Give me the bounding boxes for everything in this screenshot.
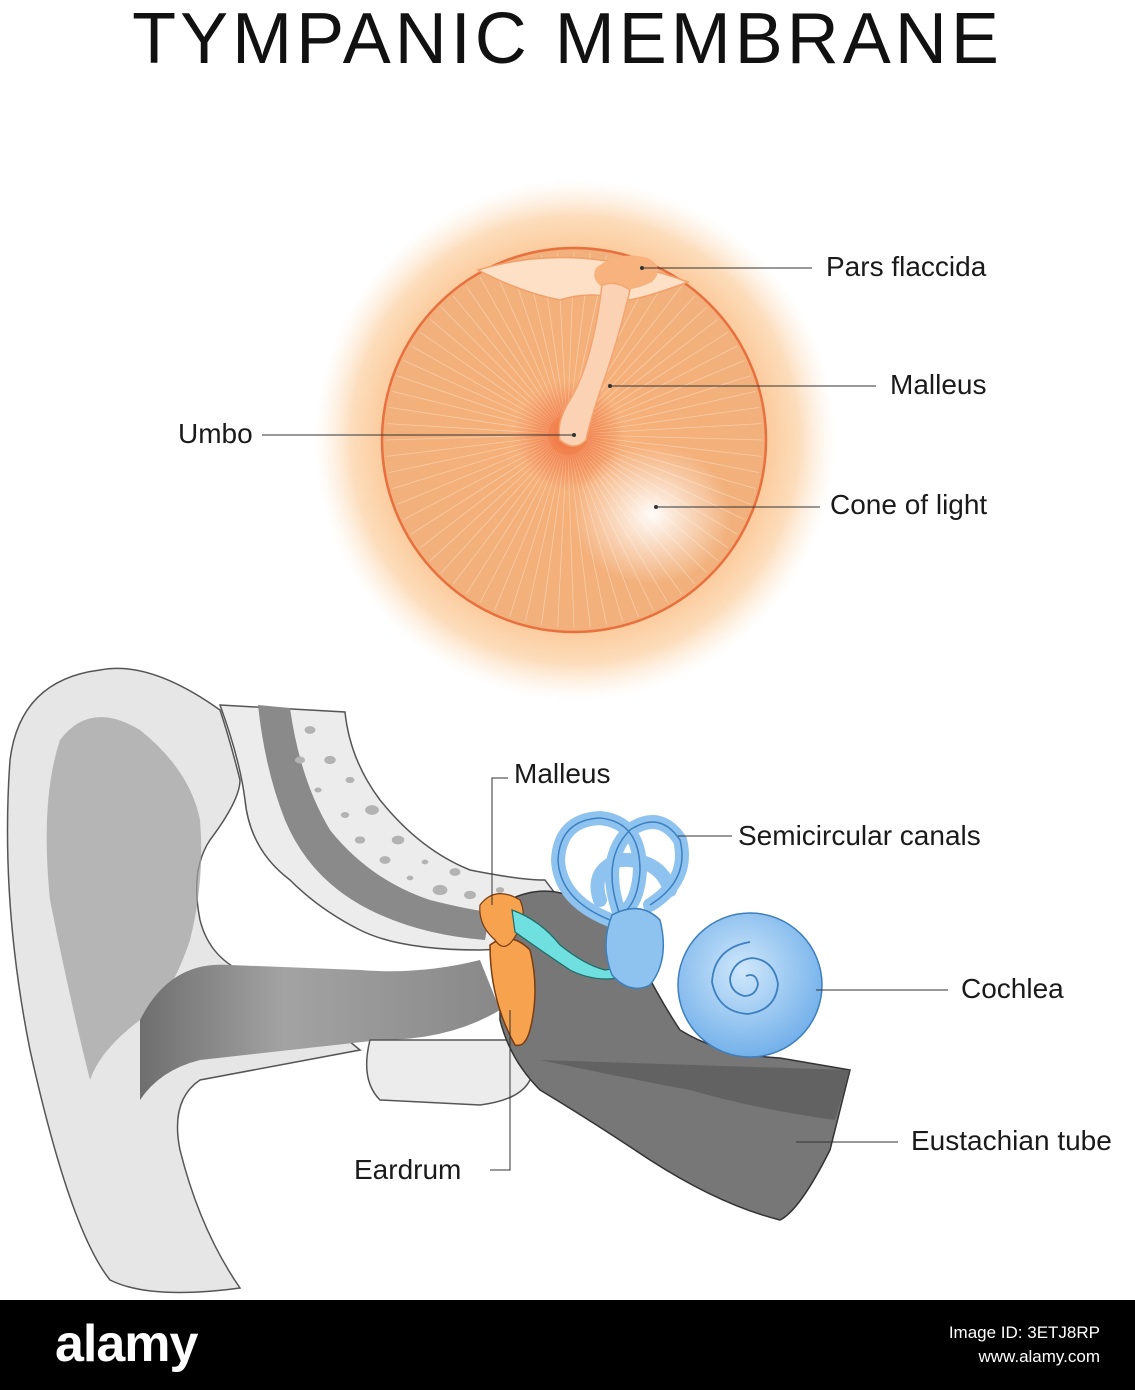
diagram-canvas (6, 180, 948, 1294)
label-malleus-ear: Malleus (514, 758, 611, 789)
label-semicircular-canals: Semicircular canals (738, 820, 981, 851)
diagram-title: TYMPANIC MEMBRANE (132, 0, 1003, 79)
tympanic-membrane-view (262, 180, 876, 700)
label-pars-flaccida: Pars flaccida (826, 251, 987, 282)
bone-pore (421, 859, 429, 865)
bone-pore (449, 868, 461, 876)
malleus-ossicle (479, 893, 524, 947)
cone-of-light-reflex (572, 445, 732, 585)
bone-pore (432, 884, 448, 896)
site-url: www.alamy.com (978, 1347, 1100, 1366)
malleus-handle (558, 282, 631, 447)
footer-bar: alamy Image ID: 3ETJ8RP www.alamy.com (0, 1300, 1135, 1390)
external-ear-canal (140, 960, 500, 1100)
temporal-bone-lower (365, 1039, 535, 1106)
eardrum-leader (490, 1010, 511, 1171)
label-malleus-top: Malleus (890, 369, 987, 400)
ear-malleus-leader (491, 777, 508, 905)
eustachian-tube-wall (540, 1060, 850, 1120)
bone-pore (379, 856, 391, 864)
bone-pore (365, 805, 379, 815)
bone-pore (314, 787, 322, 793)
bone-pore (406, 875, 414, 881)
bone-pore (391, 835, 405, 845)
label-cone-of-light: Cone of light (830, 489, 988, 520)
bone-cortex-dark (258, 705, 490, 940)
alamy-logo: alamy (55, 1315, 198, 1373)
pars-flaccida-bulge (594, 255, 659, 290)
cochlea-shape (677, 912, 823, 1058)
pars-flaccida-leader-dot (640, 266, 644, 270)
semicircular-canals-shape (550, 810, 689, 927)
bone-pore (464, 890, 476, 900)
bone-pore (495, 887, 505, 893)
label-eardrum: Eardrum (354, 1154, 462, 1185)
umbo-leader-dot (572, 433, 576, 437)
bone-pore (345, 776, 355, 784)
bone-pore (324, 755, 336, 765)
temporal-bone-upper (218, 704, 606, 951)
cochlea-spiral (711, 941, 779, 1015)
cone-of-light-leader-dot (654, 505, 658, 509)
bone-pore (354, 836, 366, 844)
bone-pore (340, 812, 350, 818)
bone-pore (304, 726, 316, 734)
vestibule (605, 907, 665, 990)
eardrum-shape (489, 937, 536, 1047)
image-id: Image ID: 3ETJ8RP (948, 1323, 1100, 1342)
semicircular-canals-outline (557, 817, 683, 921)
malleus-leader-dot (608, 384, 612, 388)
ear-cross-section (6, 667, 948, 1294)
bone-pore (294, 756, 306, 764)
label-umbo: Umbo (178, 418, 253, 449)
label-cochlea: Cochlea (961, 973, 1064, 1004)
label-eustachian-tube: Eustachian tube (911, 1125, 1112, 1156)
